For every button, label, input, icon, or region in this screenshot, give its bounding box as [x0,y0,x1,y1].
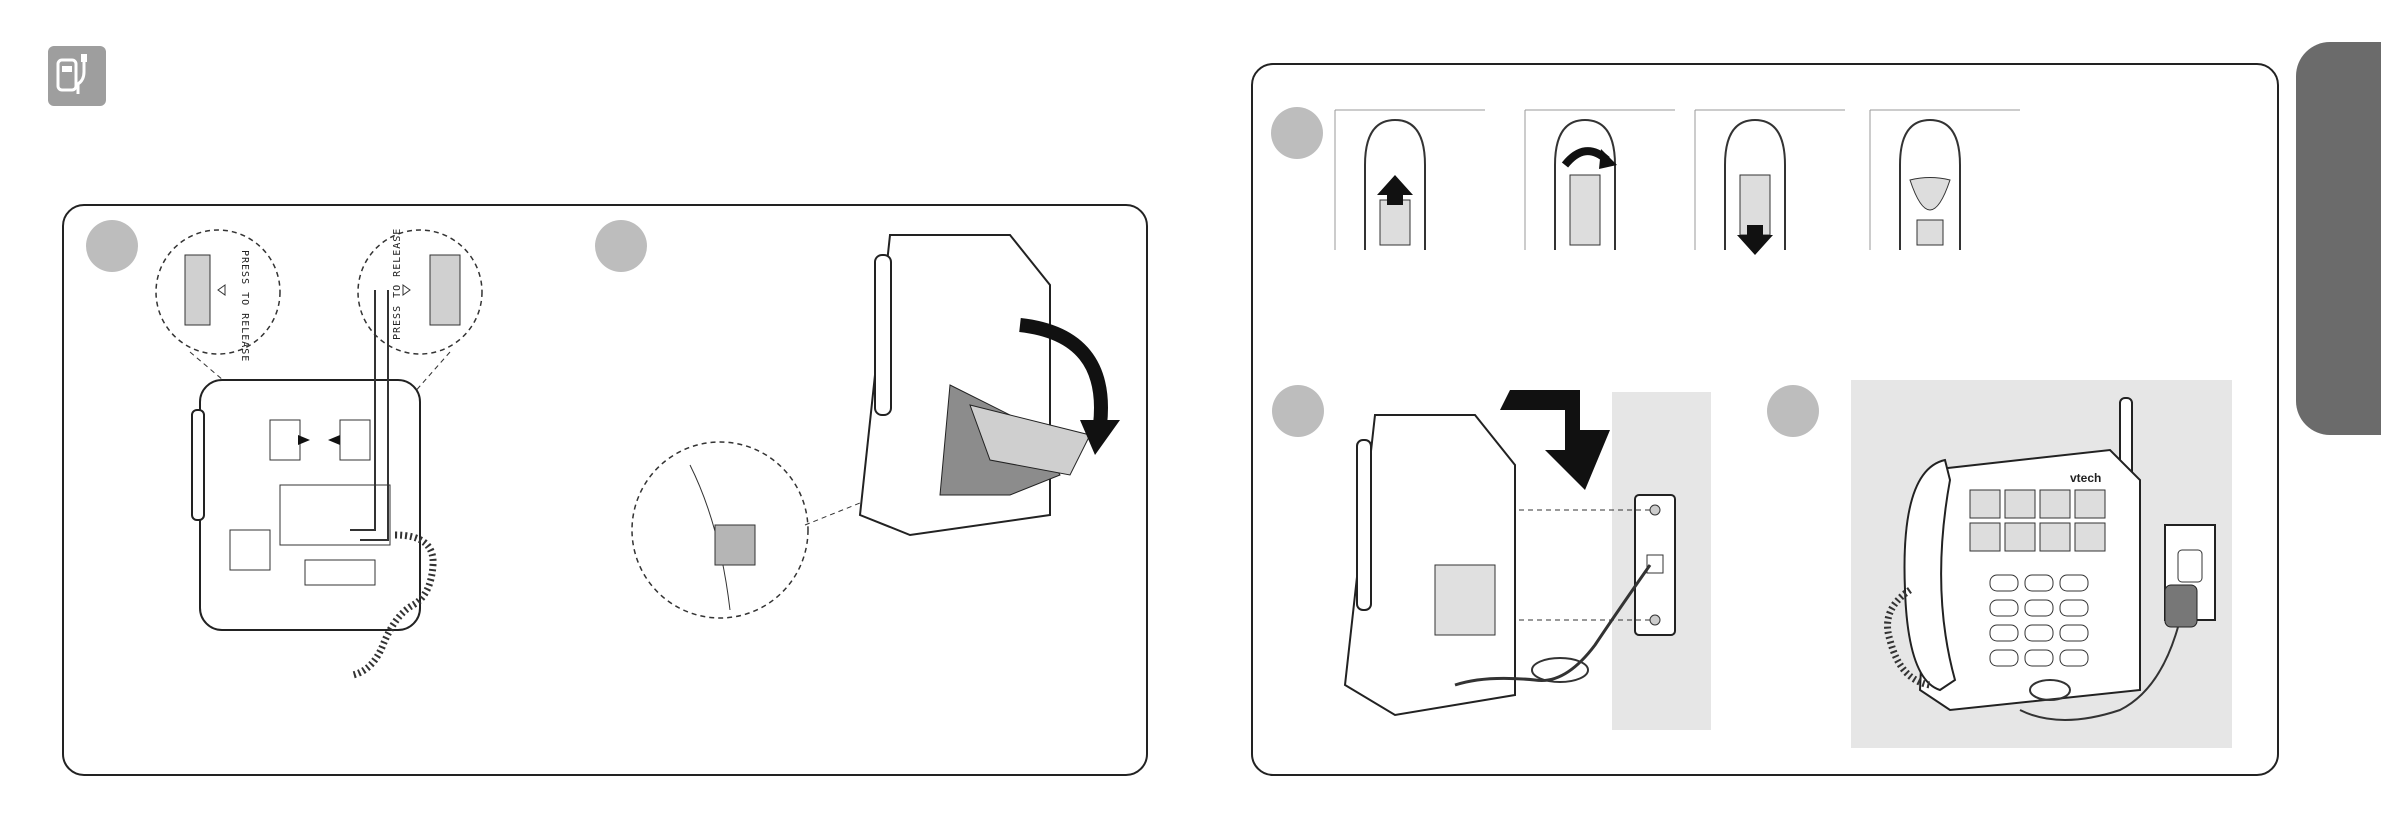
brand-label: vtech [2070,471,2101,485]
phone-and-power-adapter-icon [48,46,106,106]
phone-base-back-illustration: PRESS TO RELEASE PRESS TO RELEASE [150,230,510,690]
press-to-release-label-left: PRESS TO RELEASE [239,250,250,362]
handset-tab-sequence [1335,105,2015,255]
press-to-release-label-right: PRESS TO RELEASE [392,228,403,340]
step-4-marker [1272,385,1324,437]
step-3-marker [1271,107,1323,159]
bracket-rotation-illustration [630,225,1130,645]
step-5-marker [1767,385,1819,437]
step-1-marker [86,220,138,272]
completed-phone-illustration: vtech [1860,390,2230,745]
wall-mount-hanging-illustration [1335,385,1715,735]
section-side-tab [2296,42,2381,435]
